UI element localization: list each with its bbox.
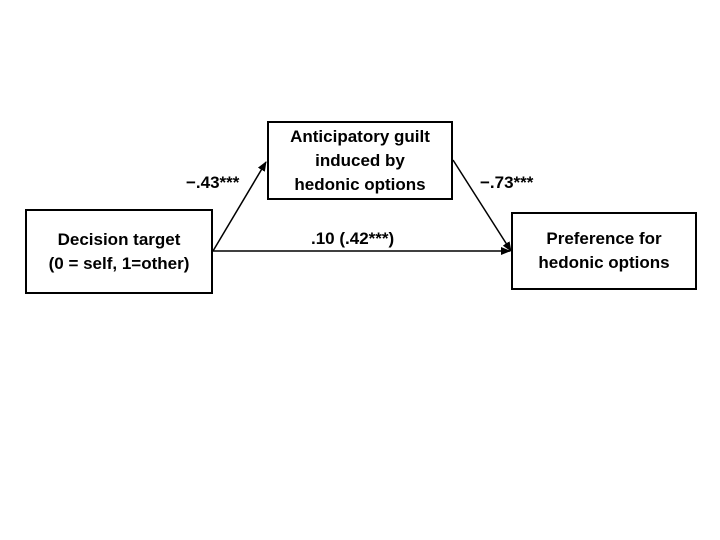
mediator-label-line-1: Anticipatory guilt [290, 126, 430, 146]
mediator-label-line-3: hedonic options [294, 174, 426, 194]
path-a-coefficient: −.43*** [186, 173, 240, 192]
path-a-arrow [212, 161, 267, 252]
dependent-variable-box: Preference for hedonic options [511, 212, 697, 290]
dependent-label-line-1: Preference for [546, 229, 662, 248]
path-b-coefficient: −.73*** [480, 173, 534, 192]
path-c-coefficient: .10 (.42***) [311, 229, 395, 248]
mediator-label-line-2: induced by [315, 150, 405, 170]
independent-variable-box: Decision target (0 = self, 1=other) [25, 209, 213, 294]
path-b-arrow [452, 159, 512, 252]
mediator-box: Anticipatory guilt induced by hedonic op… [267, 121, 453, 200]
independent-label-line-2: (0 = self, 1=other) [48, 253, 190, 273]
independent-label-line-1: Decision target [57, 229, 181, 249]
dependent-label-line-2: hedonic options [538, 253, 670, 272]
